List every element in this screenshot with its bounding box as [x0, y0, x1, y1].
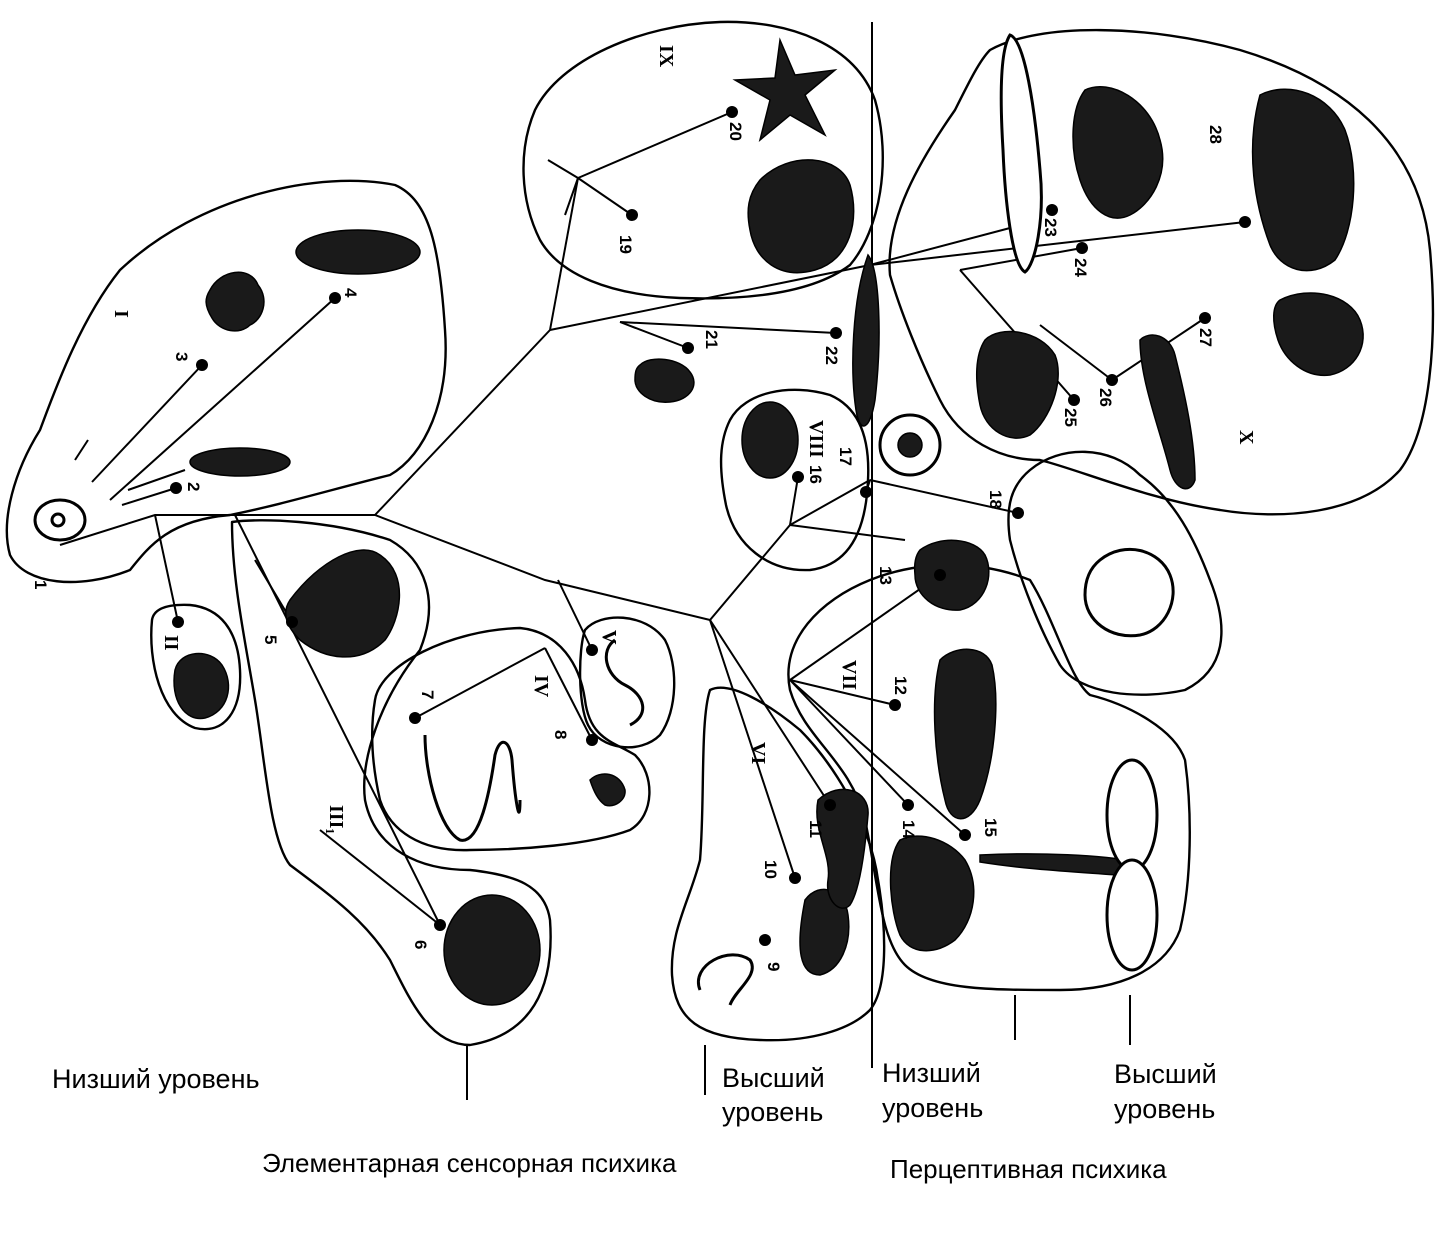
species-dots: [170, 106, 1251, 946]
organism-24-illustration: [1072, 85, 1164, 219]
species-number-11: 11: [806, 820, 825, 838]
boundary-group-8: [719, 388, 870, 572]
level-markers: [466, 995, 1131, 1100]
species-number-21: 21: [702, 330, 721, 349]
species-number-20: 20: [726, 122, 745, 141]
organism-7-illustration: [423, 734, 522, 842]
boundary-group-2: [150, 603, 242, 731]
organism-25-illustration: [975, 330, 1059, 439]
caption-elementary-psyche: Элементарная сенсорная психика: [262, 1148, 677, 1178]
organism-v-illustration: [604, 638, 645, 727]
organism-8-illustration: [589, 773, 626, 807]
species-number-13: 13: [876, 566, 895, 585]
organism-sponge-illustration: [173, 652, 230, 720]
species-number-5: 5: [261, 635, 280, 644]
label-lower-level-right-2: уровень: [882, 1093, 983, 1123]
label-higher-level-left-1: Высший: [722, 1063, 825, 1093]
bottom-captions: Элементарная сенсорная психика Перцептив…: [262, 1148, 1167, 1184]
group-numeral-10: X: [1235, 430, 1257, 445]
boundary-group-9: [522, 20, 884, 300]
organism-27-illustration: [1273, 292, 1364, 376]
group-numeral-8: VIII: [805, 420, 827, 458]
organism-21-illustration: [634, 358, 695, 403]
species-number-18: 18: [986, 490, 1005, 509]
organism-20-illustration: [732, 37, 838, 143]
boundary-group-5: [578, 616, 676, 749]
species-number-8: 8: [551, 730, 570, 739]
organism-16-illustration: [741, 401, 799, 479]
organism-23-illustration: [999, 33, 1043, 274]
group-numeral-6: VI: [747, 742, 769, 764]
species-number-17: 17: [836, 447, 855, 466]
species-number-22: 22: [822, 346, 841, 365]
species-number-15: 15: [981, 818, 1000, 837]
species-number-19: 19: [616, 235, 635, 254]
group-numeral-5: V: [598, 630, 620, 645]
species-number-6: 6: [411, 940, 430, 949]
group-numeral-9: IX: [655, 45, 677, 68]
label-higher-level-left-2: уровень: [722, 1097, 823, 1127]
label-higher-level-right-1: Высший: [1114, 1059, 1217, 1089]
species-number-24: 24: [1071, 258, 1090, 277]
boundary-group-1: [5, 179, 447, 584]
label-higher-level-right-2: уровень: [1114, 1094, 1215, 1124]
organism-26-illustration: [1139, 334, 1196, 490]
group-numeral-3: III₁: [325, 805, 347, 834]
organism-18-illustration: [1083, 547, 1175, 638]
group-numeral-1: I: [110, 310, 132, 318]
species-number-1: 1: [31, 580, 50, 589]
group-numeral-2: II: [160, 635, 182, 651]
organism-5-illustration: [284, 549, 401, 658]
boundary-group-6: [670, 686, 886, 1042]
boundary-group-4: [371, 626, 651, 852]
organism-12-illustration: [933, 648, 997, 820]
species-number-28: 28: [1206, 125, 1225, 144]
group-numeral-4: IV: [530, 675, 552, 698]
organism-11-illustration: [816, 788, 869, 909]
species-number-16: 16: [806, 465, 825, 484]
species-number-9: 9: [764, 962, 783, 971]
species-number-27: 27: [1196, 328, 1215, 347]
organism-2-illustration: [189, 447, 291, 477]
organism-4-illustration: [295, 229, 421, 275]
animal-drawings: [33, 33, 1364, 1006]
caption-perceptive-psyche: Перцептивная психика: [890, 1154, 1167, 1184]
species-number-23: 23: [1041, 218, 1060, 237]
organism-6-illustration: [443, 894, 541, 1006]
species-number-4: 4: [341, 288, 360, 298]
species-number-12: 12: [891, 676, 910, 695]
species-number-26: 26: [1096, 388, 1115, 407]
species-number-2: 2: [184, 482, 203, 491]
group-numeral-7: VII: [838, 660, 860, 690]
organism-13-illustration: [913, 539, 990, 611]
label-lower-level-right-1: Низший: [882, 1058, 981, 1088]
species-number-10: 10: [761, 860, 780, 879]
species-numbers: 1 2 3 4 5 6 7 8 9 10 11 12 13 14 15 16 1…: [31, 122, 1225, 971]
group-numerals: I II III₁ IV V VI VII VIII IX X: [110, 45, 1257, 834]
level-labels: Низший уровень Высший уровень Низший уро…: [52, 1058, 1217, 1127]
species-number-14: 14: [899, 820, 918, 839]
organism-28-illustration: [1251, 88, 1355, 272]
organism-3-illustration: [205, 271, 265, 332]
organism-22-illustration: [852, 253, 880, 427]
species-number-3: 3: [172, 352, 191, 361]
label-lower-level-left: Низший уровень: [52, 1064, 260, 1094]
boundary-group-10: [888, 28, 1435, 516]
boundary-group-11: [1007, 450, 1223, 696]
organism-19-illustration: [747, 159, 855, 274]
species-number-25: 25: [1061, 408, 1080, 427]
tree-branches: [59, 111, 1246, 926]
organism-9-illustration: [696, 953, 754, 1006]
boundary-group-3: [230, 519, 552, 1047]
species-number-7: 7: [418, 690, 437, 699]
organism-14-illustration: [889, 835, 975, 952]
